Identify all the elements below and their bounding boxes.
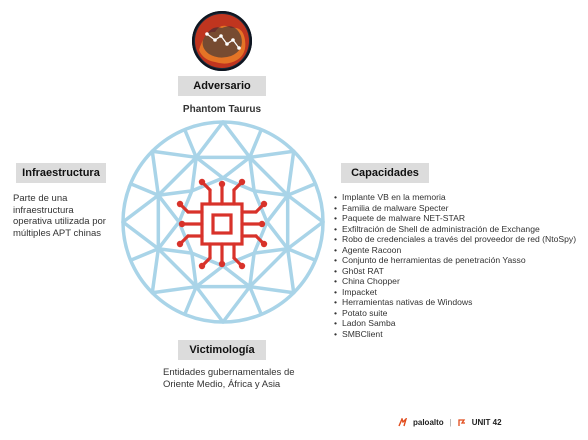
infrastructure-label: Infraestructura [16,163,106,183]
victimology-line: Entidades gubernamentales de [163,367,295,378]
victimology-line: Oriente Medio, África y Asia [163,379,281,390]
bullet-icon: • [334,328,338,339]
capability-item: • Herramientas nativas de Windows [334,297,576,308]
unit42-logo-icon [458,418,465,426]
phantom-taurus-logo [191,10,253,72]
capability-text: Exfiltración de Shell de administración … [342,223,540,234]
bullet-icon: • [334,244,338,255]
bullet-icon: • [334,255,338,265]
capability-item: • Ladon Samba [334,318,576,329]
capability-text: Agente Racoon [342,244,402,255]
adversary-name: Phantom Taurus [182,104,262,115]
capability-item: • Robo de credenciales a través del prove… [334,234,576,245]
capability-item: • Exfiltración de Shell de administración… [334,224,576,235]
bullet-icon: • [334,213,338,223]
capability-item: • Gh0st RAT [334,266,576,277]
capability-text: Conjunto de herramientas de penetración … [342,255,526,265]
capability-text: Impacket [342,286,377,297]
bullet-icon: • [334,307,338,318]
capability-text: Robo de credenciales a través del provee… [342,234,577,244]
bullet-icon: • [334,276,338,286]
capability-item: • Familia de malware Specter [334,203,576,214]
circuit-chip-icon [170,172,274,276]
capability-text: Herramientas nativas de Windows [342,297,473,307]
bullet-icon: • [334,286,338,297]
brand-unit42: UNIT 42 [471,418,502,427]
infrastructure-line: infraestructura [13,204,74,216]
capability-text: Paquete de malware NET-STAR [342,213,466,223]
infrastructure-line: operativa utilizada por [13,216,106,227]
bullet-icon: • [334,318,338,328]
infrastructure-line: Parte de una [13,193,68,204]
capability-item: • Agente Racoon [334,245,576,256]
capabilities-label: Capacidades [341,163,429,183]
bullet-icon: • [334,234,338,244]
capabilities-list: • Implante VB en la memoria • Familia de ma… [334,192,576,339]
bullet-icon: • [334,202,338,213]
paloalto-logo-icon [398,418,407,427]
capability-text: Potato suite [342,307,388,318]
capability-text: Implante VB en la memoria [342,192,446,202]
footer-separator: | [449,418,452,427]
bullet-icon: • [334,297,338,307]
capability-item: • Impacket [334,287,576,298]
adversary-label: Adversario [178,76,266,96]
capability-text: Ladon Samba [342,318,396,328]
bullet-icon: • [334,265,338,276]
capability-item: • China Chopper [334,276,576,287]
capability-item: • Paquete de malware NET-STAR [334,213,576,224]
bullet-icon: • [334,223,338,234]
victimology-text: Entidades gubernamentales de Oriente Med… [163,367,295,391]
infrastructure-line: múltiples APT chinas [13,227,102,239]
capability-item: • SMBClient [334,329,576,340]
capability-text: Familia de malware Specter [342,202,449,213]
footer-branding: paloalto | UNIT 42 [398,418,502,427]
capability-text: China Chopper [342,276,400,286]
capability-item: • Implante VB en la memoria [334,192,576,203]
capability-text: Gh0st RAT [342,265,384,276]
victimology-label: Victimología [178,340,266,360]
brand-paloalto: paloalto [413,418,444,427]
bullet-icon: • [334,192,338,202]
capability-item: • Potato suite [334,308,576,319]
capability-text: SMBClient [342,328,383,339]
capability-item: • Conjunto de herramientas de penetración… [334,255,576,266]
infrastructure-text: Parte de una infraestructura operativa u… [13,193,106,239]
